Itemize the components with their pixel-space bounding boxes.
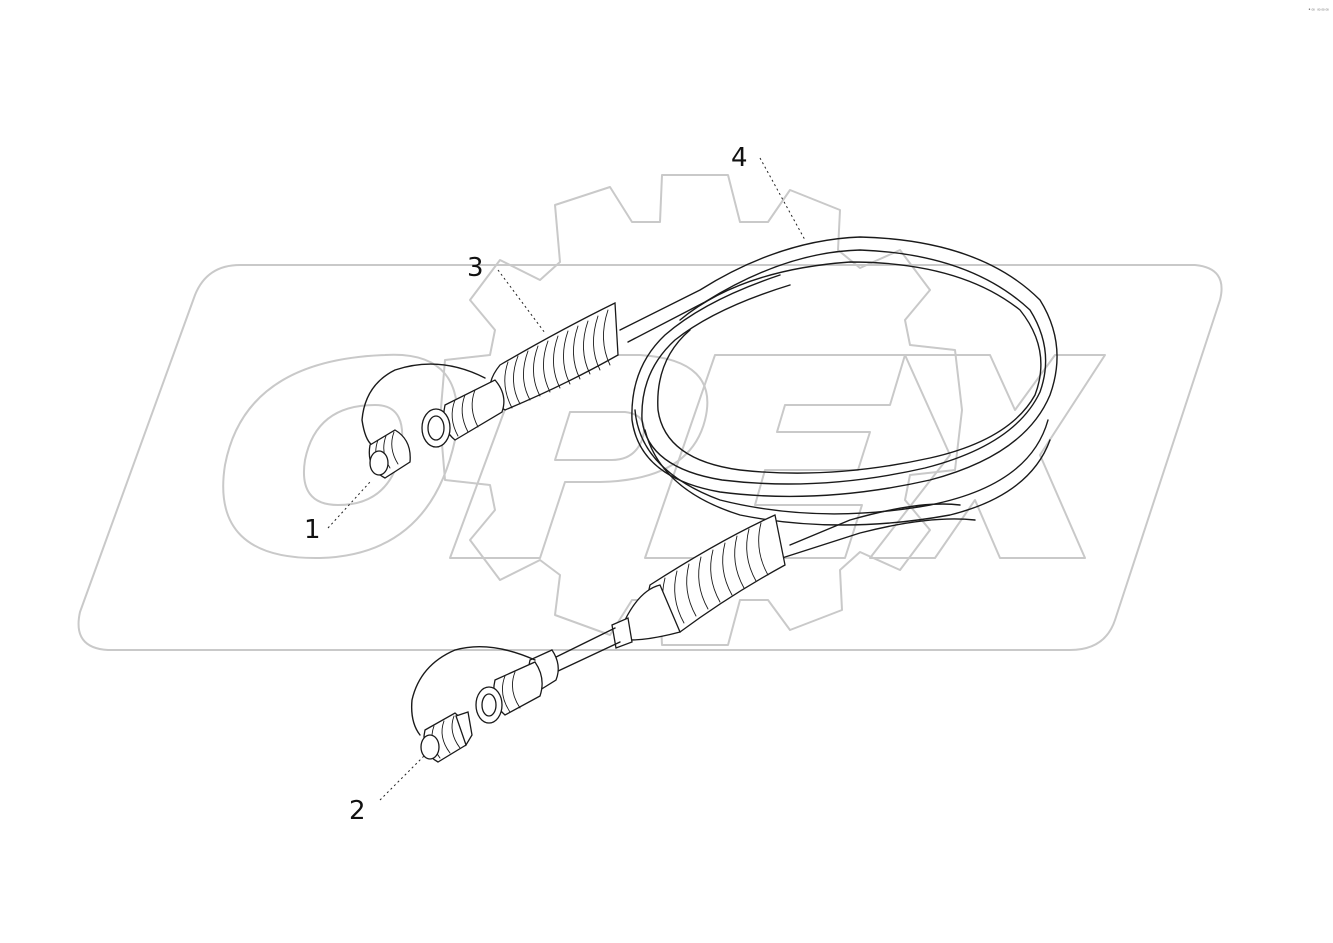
leader-1: [327, 481, 371, 529]
watermark-banner: [77, 264, 1223, 651]
leader-4: [759, 157, 806, 241]
opex-watermark-logo: [77, 174, 1223, 651]
watermark-letter-x: [869, 354, 1106, 559]
corner-mark: •∞ ∞∞∞: [1308, 7, 1329, 13]
cable-loop: [619, 236, 1058, 559]
upper-connector: [361, 301, 619, 479]
leader-2: [379, 754, 426, 801]
watermark-letter-p: [449, 354, 709, 559]
leader-3: [497, 269, 546, 334]
upper-boot-ribs: [504, 309, 611, 409]
callout-2: 2: [349, 796, 366, 826]
callout-4: 4: [731, 143, 748, 173]
lower-boot-ribs: [662, 522, 769, 631]
callout-3: 3: [467, 253, 484, 283]
callout-1: 1: [304, 515, 321, 545]
lower-connector: [410, 514, 786, 763]
watermark-letter-o: [222, 353, 459, 560]
